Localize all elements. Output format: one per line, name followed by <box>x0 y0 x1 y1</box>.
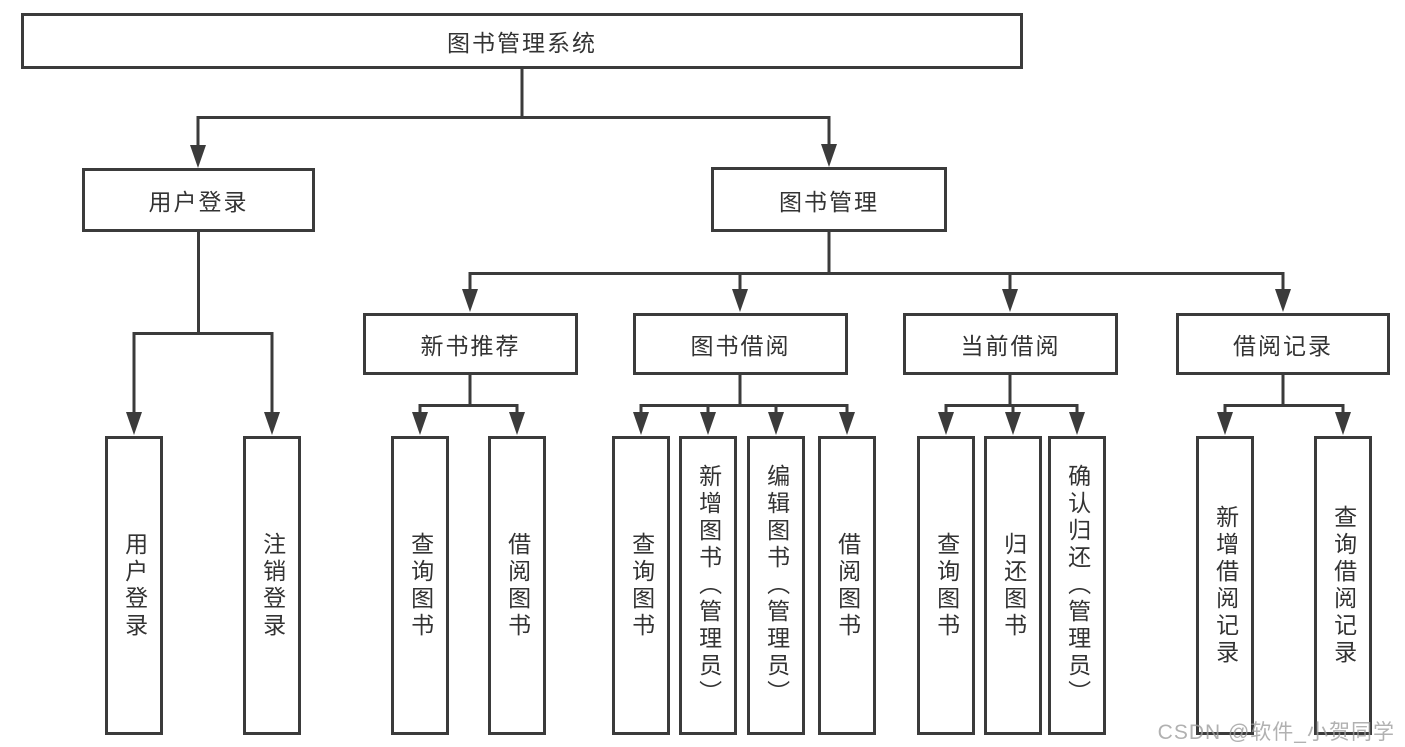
leaf-label: 新增借阅记录 <box>1212 504 1239 667</box>
leaf-label: 新增图书（管理员） <box>695 464 722 707</box>
node-label: 用户登录 <box>148 189 249 215</box>
node-label: 新书推荐 <box>420 333 521 359</box>
leaf-label: 查询借阅记录 <box>1330 504 1357 667</box>
arrowheads <box>126 144 1351 435</box>
leaf-borrowing-add-books-admin: 新增图书（管理员） <box>679 436 737 735</box>
leaf-records-add-borrow-record: 新增借阅记录 <box>1196 436 1254 735</box>
node-book-borrowing: 图书借阅 <box>633 313 848 375</box>
leaf-borrowing-query-books: 查询图书 <box>612 436 670 735</box>
node-label: 图书借阅 <box>690 333 791 359</box>
leaf-label: 归还图书 <box>1000 531 1027 640</box>
leaf-label: 借阅图书 <box>834 531 861 640</box>
node-current-borrowing: 当前借阅 <box>903 313 1118 375</box>
node-library-management-system: 图书管理系统 <box>21 13 1023 69</box>
leaf-label: 注销登录 <box>259 531 286 640</box>
leaf-records-query-borrow-record: 查询借阅记录 <box>1314 436 1372 735</box>
leaf-label: 用户登录 <box>121 531 148 640</box>
leaf-label: 查询图书 <box>628 531 655 640</box>
csdn-watermark: CSDN @软件_小贺同学 <box>1157 721 1395 744</box>
leaf-current-return-books: 归还图书 <box>984 436 1042 735</box>
leaf-label: 借阅图书 <box>504 531 531 640</box>
node-book-management: 图书管理 <box>711 167 947 232</box>
leaf-label: 编辑图书（管理员） <box>763 464 790 707</box>
leaf-current-query-books: 查询图书 <box>917 436 975 735</box>
leaf-label: 确认归还（管理员） <box>1064 464 1091 707</box>
leaf-borrowing-edit-books-admin: 编辑图书（管理员） <box>747 436 805 735</box>
node-borrowing-records: 借阅记录 <box>1176 313 1390 375</box>
leaf-label: 查询图书 <box>933 531 960 640</box>
leaf-logout-login: 注销登录 <box>243 436 301 735</box>
node-label: 借阅记录 <box>1233 333 1333 359</box>
leaf-label: 查询图书 <box>407 531 434 640</box>
leaf-user-login: 用户登录 <box>105 436 163 735</box>
leaf-newrec-borrow-books: 借阅图书 <box>488 436 546 735</box>
node-label: 当前借阅 <box>960 333 1061 359</box>
node-label: 图书管理系统 <box>447 30 597 56</box>
leaf-borrowing-borrow-books: 借阅图书 <box>818 436 876 735</box>
node-user-login: 用户登录 <box>82 168 315 232</box>
node-new-book-recommend: 新书推荐 <box>363 313 578 375</box>
leaf-current-confirm-return-admin: 确认归还（管理员） <box>1048 436 1106 735</box>
node-label: 图书管理 <box>779 188 879 215</box>
leaf-newrec-query-books: 查询图书 <box>391 436 449 735</box>
